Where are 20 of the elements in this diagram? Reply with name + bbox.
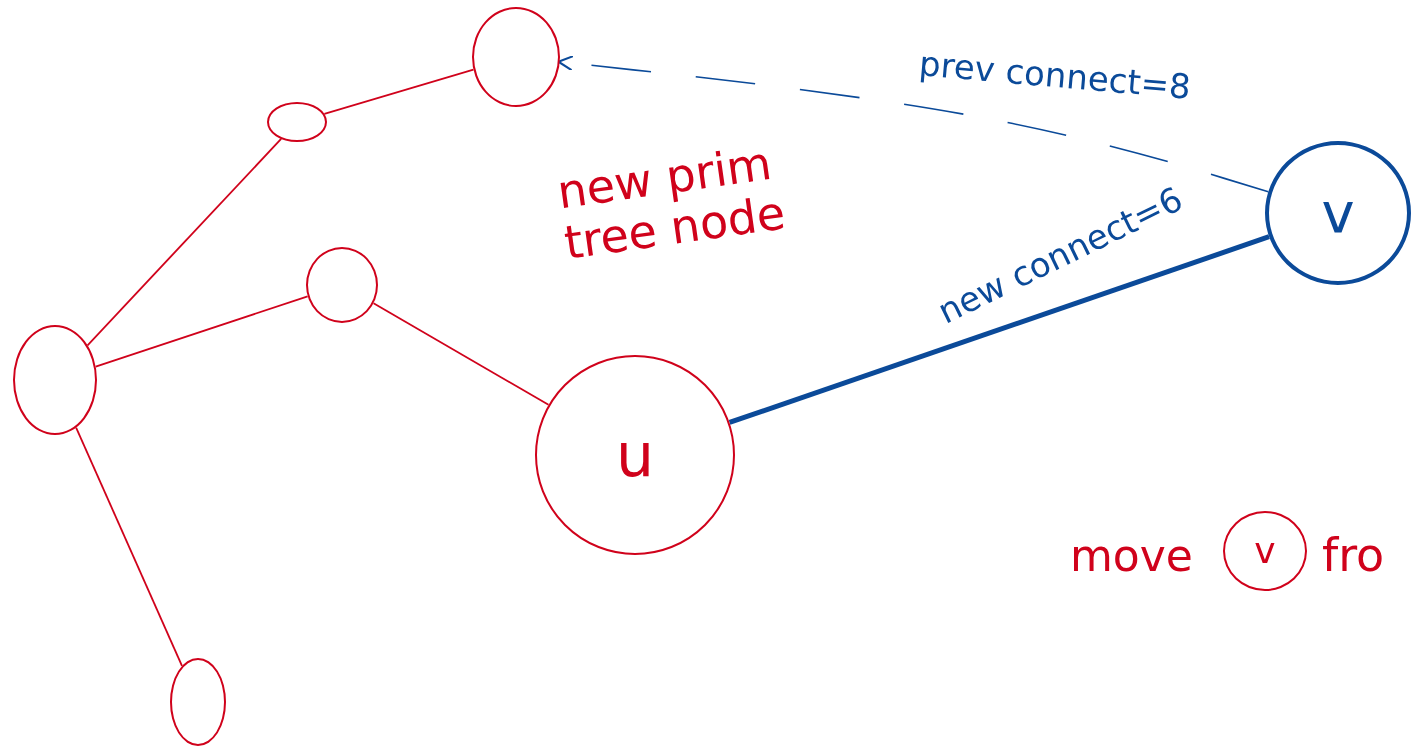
connector-line <box>94 295 309 368</box>
circle-node <box>13 325 97 435</box>
node-label: u <box>616 425 654 485</box>
connector-line <box>323 68 475 115</box>
circle-node <box>1223 511 1307 591</box>
circle-node <box>267 102 327 142</box>
circle-node <box>472 7 560 107</box>
connector-line <box>86 138 282 347</box>
note-text: move <box>1070 530 1193 581</box>
note-text: new prim tree node <box>554 134 790 269</box>
connector-line <box>75 426 183 667</box>
circle-node <box>170 658 226 746</box>
connector-line <box>728 234 1270 425</box>
connector-line <box>372 302 550 406</box>
note-text: fro <box>1322 528 1385 582</box>
circle-node <box>535 355 735 555</box>
node-label: v <box>1254 533 1276 569</box>
circle-node <box>1265 141 1411 285</box>
circle-node <box>306 247 378 323</box>
node-label: v <box>1321 185 1355 241</box>
